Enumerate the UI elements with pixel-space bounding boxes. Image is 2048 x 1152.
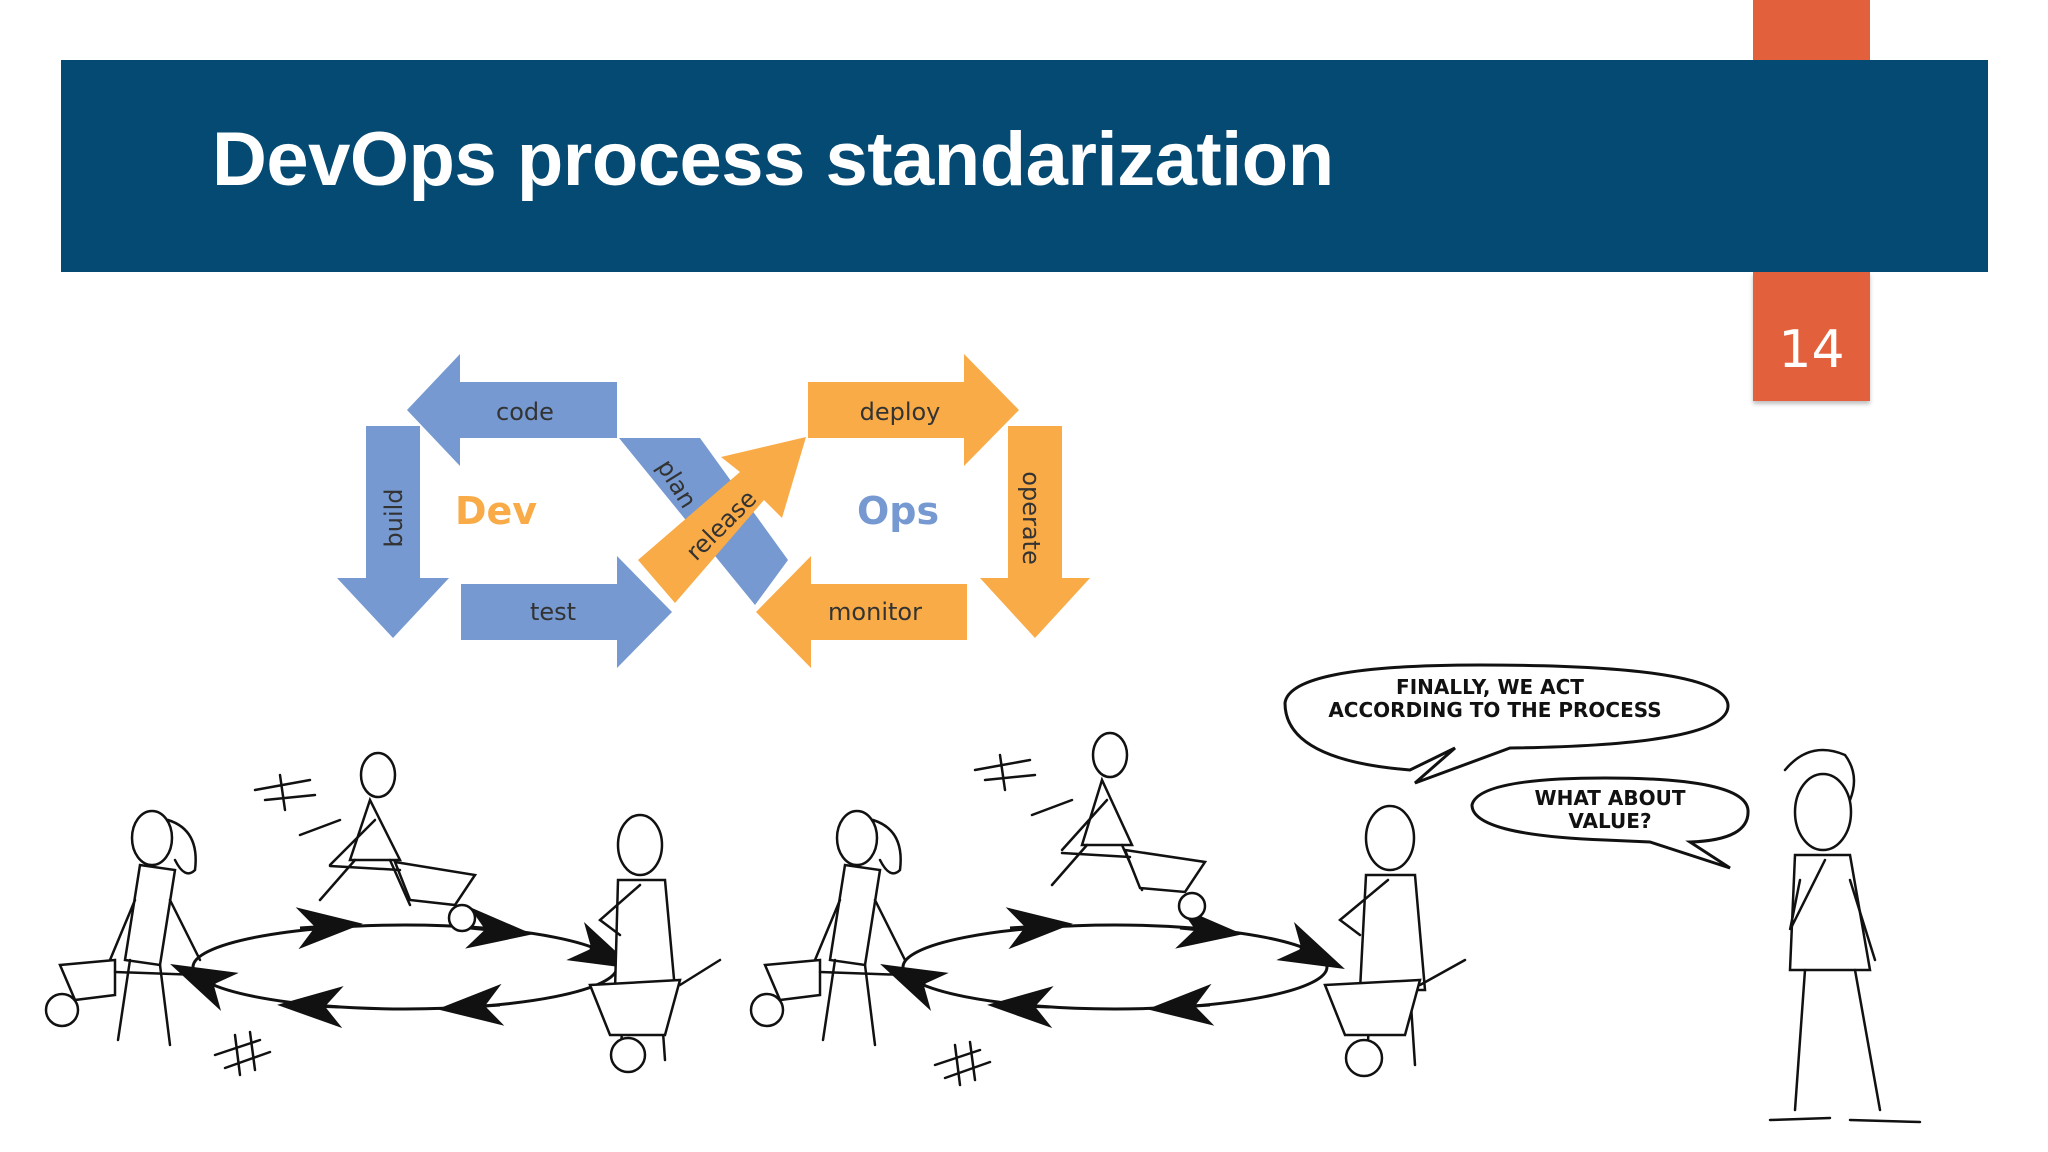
wheelbarrow-right-2	[1323, 958, 1467, 1078]
speech-bubble-2: WHAT ABOUT VALUE?	[1470, 776, 1750, 870]
process-loop-right	[880, 906, 1345, 1029]
wheelbarrow-runner-left	[328, 860, 478, 933]
process-loop-left	[170, 906, 635, 1029]
figure-runner-right	[973, 731, 1144, 892]
figure-runner-left	[253, 751, 412, 907]
bubble-1-line-1: FINALLY, WE ACT	[1396, 675, 1584, 699]
page-number: 14	[1778, 320, 1845, 380]
bubble-2-line-1: WHAT ABOUT	[1535, 786, 1686, 810]
title-bar	[61, 60, 1988, 272]
label-monitor: monitor	[828, 598, 922, 626]
wheelbarrow-right-1	[749, 958, 907, 1028]
bubble-2-line-2: VALUE?	[1568, 809, 1651, 833]
wheelbarrow-runner-right	[1060, 848, 1208, 921]
wheelbarrow-left-1	[44, 958, 202, 1028]
figure-man-left-loop	[598, 813, 677, 1062]
slide-title: DevOps process standarization	[212, 117, 1334, 202]
figure-woman-left	[108, 809, 202, 1047]
bubble-1-line-2: ACCORDING TO THE PROCESS	[1328, 698, 1661, 722]
wheelbarrow-left-2	[588, 958, 722, 1074]
label-deploy: deploy	[860, 398, 941, 426]
figure-woman-right	[813, 809, 907, 1047]
motion-marks-left	[213, 1030, 272, 1077]
figure-man-speaking	[1337, 804, 1427, 1067]
arrow-build	[337, 426, 449, 638]
dev-label: Dev	[455, 489, 537, 533]
accent-tab-top	[1753, 0, 1870, 60]
label-test: test	[530, 598, 576, 626]
arrow-test	[461, 556, 672, 668]
label-code: code	[496, 398, 554, 426]
motion-marks-right	[933, 1040, 992, 1087]
arrow-code	[407, 354, 617, 466]
arrow-release	[638, 437, 806, 603]
arrow-monitor	[756, 556, 967, 668]
label-operate: operate	[1017, 471, 1045, 564]
page-number-tab: 14	[1753, 272, 1870, 401]
speech-bubble-1: FINALLY, WE ACT ACCORDING TO THE PROCESS	[1283, 663, 1730, 785]
ops-label: Ops	[857, 489, 939, 533]
figure-thinking-man	[1768, 748, 1922, 1124]
label-build: build	[380, 488, 408, 547]
arrow-operate	[980, 426, 1090, 638]
arrow-deploy	[808, 354, 1019, 466]
